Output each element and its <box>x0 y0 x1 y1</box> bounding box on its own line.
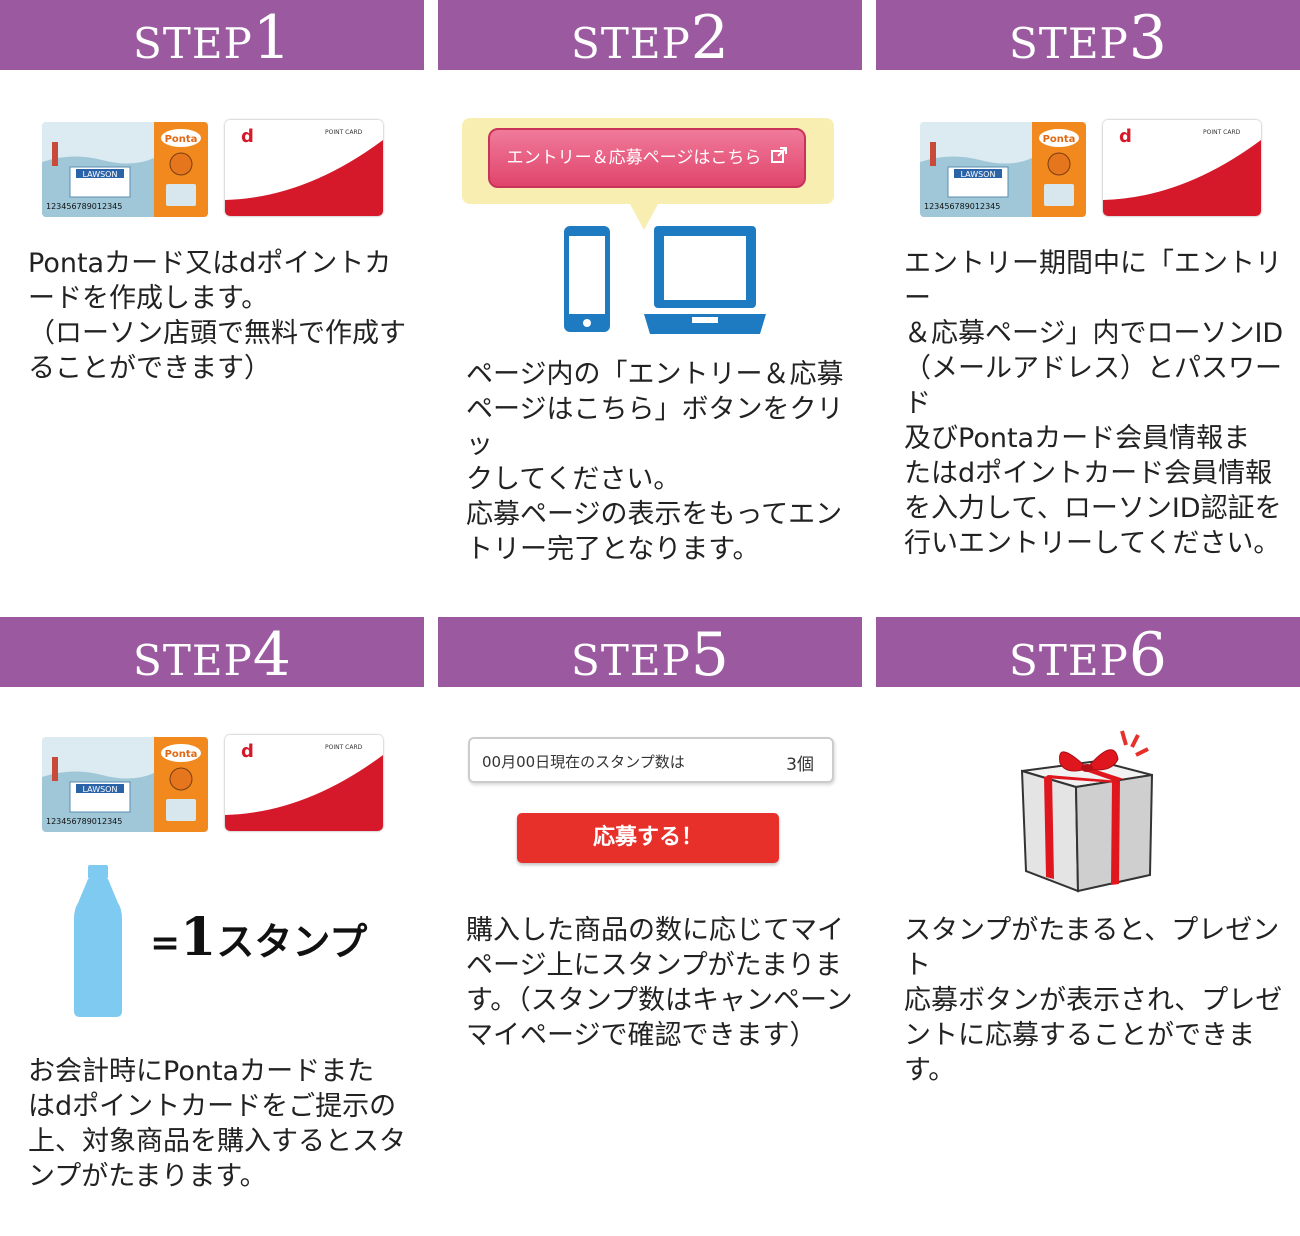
step-description: Pontaカード又はdポイントカ ードを作成します。 （ローソン店頭で無料で作成… <box>28 248 406 384</box>
step-1: STEP1 LAWSON Ponta 123456789012345 <box>0 0 424 600</box>
svg-text:LAWSON: LAWSON <box>83 170 118 179</box>
step-description: ページ内の「エントリー＆応募 ページはこちら」ボタンをクリッ クしてください。 … <box>466 359 844 565</box>
stamp-count: 1 <box>180 907 217 968</box>
step-5: STEP5 00月00日現在のスタンプ数は 3個 応募する！ 購入した商品の数に… <box>438 617 862 1217</box>
svg-text:d: d <box>241 741 254 762</box>
svg-text:POINT CARD: POINT CARD <box>325 129 363 136</box>
step-header: STEP1 <box>0 0 424 73</box>
step-number: 2 <box>690 3 729 73</box>
stamp-word: スタンプ <box>216 919 368 964</box>
equals-sign: = <box>150 922 181 964</box>
step-number: 6 <box>1128 620 1167 690</box>
step-number: 1 <box>252 3 291 73</box>
step-2: STEP2 エントリー＆応募ページはこちら ページ内の「エントリー＆応募 ページ… <box>438 0 862 600</box>
svg-text:d: d <box>241 126 254 147</box>
step-label: STEP <box>571 636 691 685</box>
card-pair: LAWSON Ponta 123456789012345 d POINT CAR… <box>42 120 384 217</box>
ponta-card-image: LAWSON Ponta 123456789012345 <box>920 122 1086 217</box>
step-header: STEP5 <box>438 617 862 690</box>
step-label: STEP <box>1009 636 1129 685</box>
bottle-icon <box>72 863 124 1023</box>
step-header: STEP6 <box>876 617 1300 690</box>
dpoint-card-image: d POINT CARD <box>225 735 383 831</box>
svg-text:Ponta: Ponta <box>1043 134 1076 145</box>
card-pair: LAWSON Ponta 123456789012345 d POINT CAR… <box>920 120 1262 217</box>
step-number: 5 <box>690 620 729 690</box>
step-description: スタンプがたまると、プレゼント 応募ボタンが表示され、プレゼ ントに応募すること… <box>904 915 1283 1086</box>
svg-text:POINT CARD: POINT CARD <box>1203 129 1241 136</box>
apply-button[interactable]: 応募する！ <box>517 813 779 863</box>
callout-tail <box>630 204 658 230</box>
laptop-icon <box>642 224 768 340</box>
stamp-count-value: 3個 <box>786 755 814 775</box>
stamp-count-box: 00月00日現在のスタンプ数は 3個 <box>468 737 834 783</box>
svg-text:LAWSON: LAWSON <box>83 785 118 794</box>
svg-text:LAWSON: LAWSON <box>961 170 996 179</box>
step-description: 購入した商品の数に応じてマイ ページ上にスタンプがたまりま す。（スタンプ数はキ… <box>466 915 853 1051</box>
svg-text:d: d <box>1119 126 1132 147</box>
step-label: STEP <box>133 636 253 685</box>
entry-button-callout: エントリー＆応募ページはこちら <box>462 118 834 204</box>
dpoint-card-image: d POINT CARD <box>1103 120 1261 216</box>
smartphone-icon <box>562 224 612 338</box>
entry-page-button[interactable]: エントリー＆応募ページはこちら <box>488 128 806 188</box>
svg-text:POINT CARD: POINT CARD <box>325 744 363 751</box>
stamp-count-label: 00月00日現在のスタンプ数は <box>482 753 685 771</box>
gift-box-icon <box>1016 725 1156 899</box>
card-pair: LAWSON Ponta 123456789012345 d POINT CAR… <box>42 735 384 832</box>
step-4: STEP4 LAWSON Ponta 123456789012345 <box>0 617 424 1217</box>
step-number: 3 <box>1128 3 1167 73</box>
step-number: 4 <box>252 620 291 690</box>
equals-one-stamp: =1スタンプ <box>150 907 367 968</box>
ponta-card-image: LAWSON Ponta 123456789012345 <box>42 737 208 832</box>
ponta-card-image: LAWSON Ponta 123456789012345 <box>42 122 208 217</box>
step-label: STEP <box>133 19 253 68</box>
step-header: STEP4 <box>0 617 424 690</box>
external-link-icon <box>771 130 788 186</box>
step-label: STEP <box>1009 19 1129 68</box>
step-header: STEP3 <box>876 0 1300 73</box>
step-description: お会計時にPontaカードまた はdポイントカードをご提示の 上、対象商品を購入… <box>28 1056 406 1192</box>
svg-text:123456789012345: 123456789012345 <box>924 202 1000 211</box>
entry-button-label: エントリー＆応募ページはこちら <box>506 148 762 168</box>
step-description: エントリー期間中に「エントリー ＆応募ページ」内でローソンID （メールアドレス… <box>904 248 1284 559</box>
svg-text:123456789012345: 123456789012345 <box>46 817 122 826</box>
step-3: STEP3 LAWSON Ponta 123456789012345 <box>876 0 1300 600</box>
step-6: STEP6 スタンプがたまると、プレゼント 応募ボタンが表示され、プレゼ ントに… <box>876 617 1300 1217</box>
svg-text:Ponta: Ponta <box>165 134 198 145</box>
step-header: STEP2 <box>438 0 862 73</box>
svg-text:Ponta: Ponta <box>165 749 198 760</box>
step-label: STEP <box>571 19 691 68</box>
svg-text:123456789012345: 123456789012345 <box>46 202 122 211</box>
dpoint-card-image: d POINT CARD <box>225 120 383 216</box>
